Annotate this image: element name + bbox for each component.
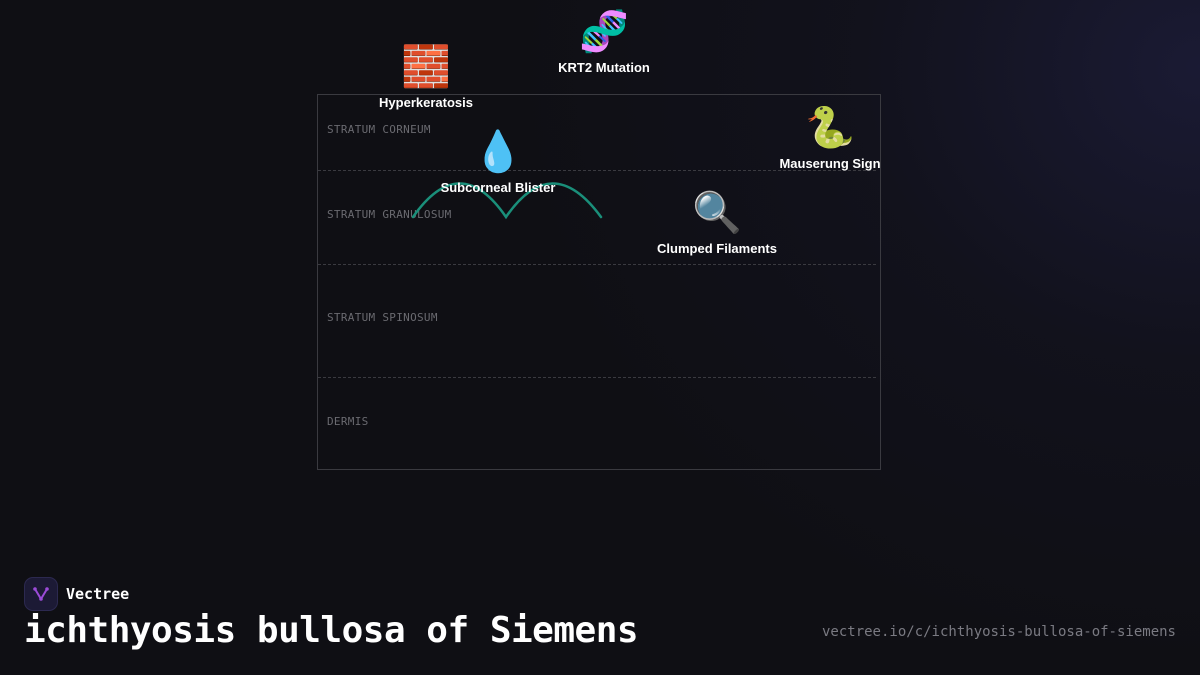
node-label: Hyperkeratosis	[379, 95, 473, 110]
dna-icon: 🧬	[579, 10, 629, 54]
layer-label-stratum-corneum: STRATUM CORNEUM	[327, 123, 431, 136]
brick-icon: 🧱	[401, 45, 451, 89]
vectree-logo-mark	[33, 587, 49, 601]
node-subcorneal-blister: 💧 Subcorneal Blister	[441, 130, 556, 195]
skin-layer-diagram: STRATUM CORNEUM STRATUM GRANULOSUM STRAT…	[317, 94, 881, 470]
magnifier-icon: 🔍	[692, 191, 742, 235]
layer-label-stratum-granulosum: STRATUM GRANULOSUM	[327, 208, 452, 221]
node-krt2-mutation: 🧬 KRT2 Mutation	[558, 10, 650, 75]
node-mauserung-sign: 🐍 Mauserung Sign	[779, 106, 880, 171]
layer-label-stratum-spinosum: STRATUM SPINOSUM	[327, 311, 438, 324]
node-label: Subcorneal Blister	[440, 180, 556, 195]
layer-divider	[318, 170, 876, 171]
node-label: Mauserung Sign	[779, 156, 881, 171]
layer-divider	[318, 377, 876, 378]
blister-curve	[411, 182, 603, 220]
node-clumped-filaments: 🔍 Clumped Filaments	[657, 191, 777, 256]
node-hyperkeratosis: 🧱 Hyperkeratosis	[379, 45, 473, 110]
layer-label-dermis: DERMIS	[327, 415, 369, 428]
page-title: ichthyosis bullosa of Siemens	[24, 610, 639, 651]
vectree-logo-icon	[24, 577, 58, 611]
node-label: Clumped Filaments	[657, 241, 777, 256]
brand-name: Vectree	[66, 585, 130, 603]
brand: Vectree	[24, 577, 129, 611]
blister-curve-path	[411, 182, 603, 220]
node-label: KRT2 Mutation	[558, 60, 650, 75]
droplet-icon: 💧	[473, 130, 523, 174]
layer-divider	[318, 264, 876, 265]
page-url: vectree.io/c/ichthyosis-bullosa-of-sieme…	[821, 624, 1176, 640]
snake-icon: 🐍	[805, 106, 855, 150]
